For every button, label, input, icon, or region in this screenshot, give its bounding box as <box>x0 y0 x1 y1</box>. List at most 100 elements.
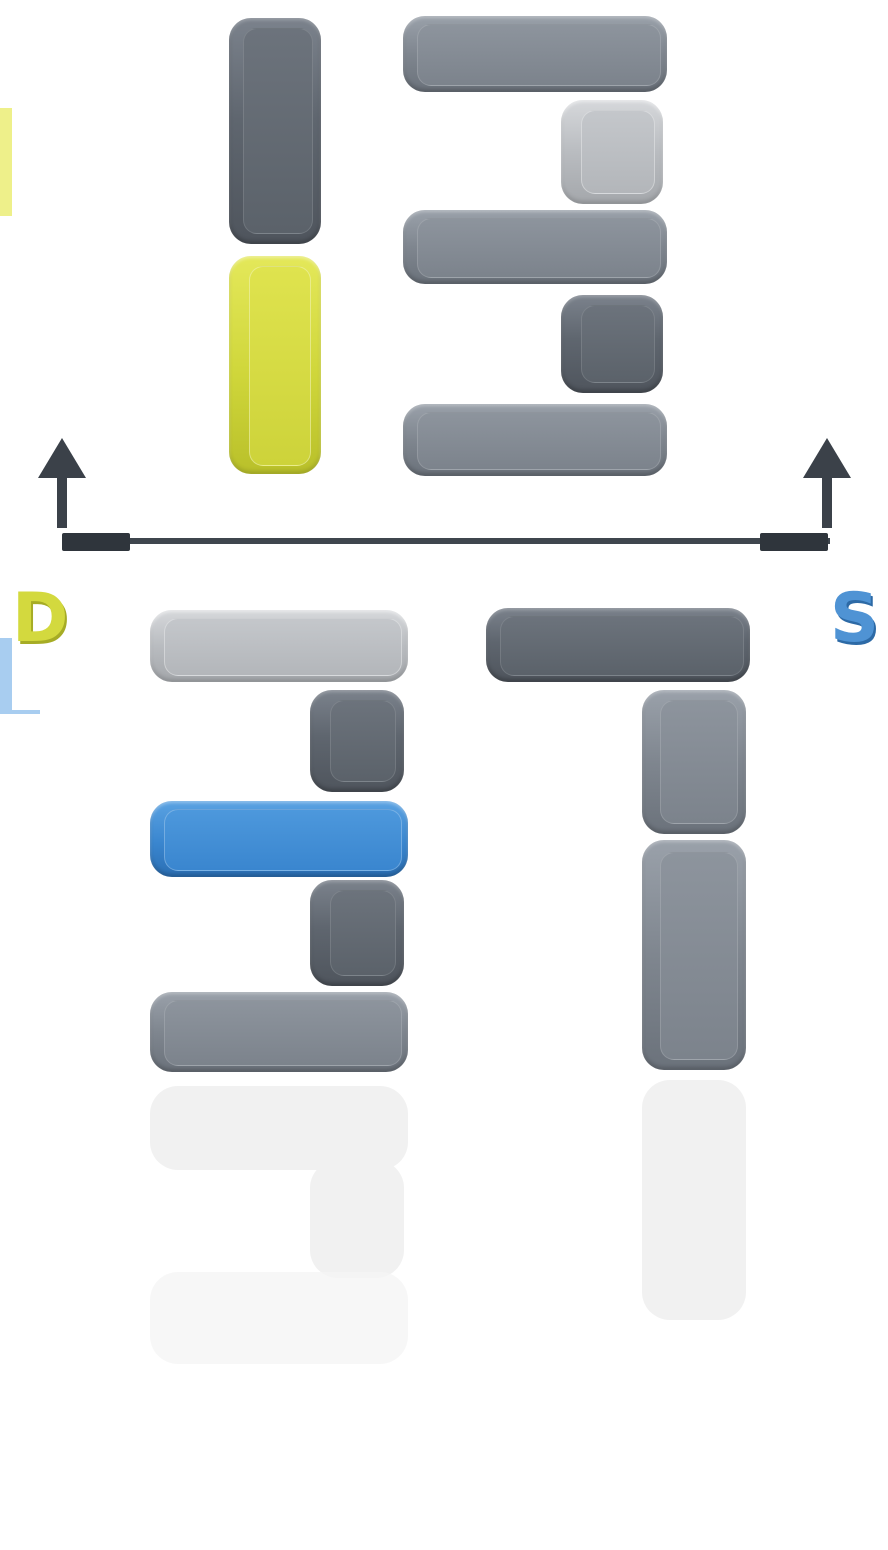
led-pixel <box>0 582 12 594</box>
led-pixel <box>0 714 12 726</box>
led-pixel <box>0 994 12 1006</box>
led-pixel <box>0 738 12 750</box>
led-pixel <box>0 798 12 810</box>
led-pixel <box>0 510 12 522</box>
led-pixel <box>0 606 12 618</box>
led-pixel <box>0 674 12 686</box>
led-pixel <box>0 72 12 84</box>
led-pixel <box>0 132 12 144</box>
led-pixel <box>0 48 12 60</box>
led-pixel <box>0 638 12 650</box>
led-pixel <box>0 1090 12 1102</box>
led-pixel <box>0 858 12 870</box>
segment-br-vertical-1 <box>642 690 746 834</box>
reflection-bl-1 <box>150 1086 408 1170</box>
led-pixel <box>0 474 12 486</box>
led-pixel <box>0 650 12 662</box>
led-pixel <box>0 204 12 216</box>
up-arrow-icon <box>38 438 86 530</box>
led-pixel <box>0 168 12 180</box>
segment-br-vertical-2 <box>642 840 746 1070</box>
led-pixel <box>0 946 12 958</box>
led-pixel <box>0 0 12 12</box>
led-pixel <box>0 192 12 204</box>
led-pixel <box>0 372 12 384</box>
segment-br-top-bar <box>486 608 750 682</box>
led-pixel <box>0 1102 12 1114</box>
led-pixel <box>0 934 12 946</box>
segment-bl-small-2 <box>310 880 404 986</box>
led-pixel <box>0 156 12 168</box>
led-pixel <box>0 570 12 582</box>
led-pixel <box>0 834 12 846</box>
segment-top-bar <box>403 16 667 92</box>
led-pixel <box>0 726 12 738</box>
led-pixel <box>0 324 12 336</box>
led-pixel <box>0 1006 12 1018</box>
led-pixel <box>0 486 12 498</box>
rail-end-right <box>760 533 828 551</box>
led-pixel <box>0 710 40 714</box>
led-pixel <box>0 414 12 426</box>
reflection-bl-2 <box>310 1160 404 1278</box>
led-pixel <box>0 144 12 156</box>
led-pixel <box>0 426 12 438</box>
segment-bottom-bar <box>403 404 667 476</box>
led-pixel <box>0 462 12 474</box>
led-pixel <box>0 36 12 48</box>
led-pixel <box>0 438 12 450</box>
led-pixel <box>0 886 12 898</box>
led-pixel <box>0 120 12 132</box>
rail-end-left <box>62 533 130 551</box>
led-pixel <box>0 662 12 674</box>
led-pixel <box>0 618 4 638</box>
led-pixel <box>0 180 12 192</box>
reflection-br-1 <box>642 1080 746 1320</box>
led-pixel <box>0 96 12 108</box>
led-pixel <box>0 216 12 228</box>
led-pixel <box>0 698 12 710</box>
led-pixel <box>0 958 12 970</box>
label-left-d: D <box>12 579 69 658</box>
led-pixel <box>0 1042 12 1054</box>
led-pixel <box>0 360 12 372</box>
up-arrow-icon <box>803 438 851 530</box>
led-pixel <box>0 522 12 534</box>
segment-bl-small-1 <box>310 690 404 792</box>
led-pixel <box>0 922 12 934</box>
led-pixel <box>0 24 12 36</box>
label-right-s: S <box>830 579 879 658</box>
segment-small-light <box>561 100 663 204</box>
led-pixel <box>0 60 12 72</box>
led-pixel <box>0 786 12 798</box>
led-pixel <box>0 546 12 558</box>
led-pixel <box>0 498 12 510</box>
led-pixel <box>0 774 12 786</box>
segment-top-left-vertical <box>229 18 321 244</box>
led-pixel <box>0 910 12 922</box>
led-pixel <box>0 558 12 570</box>
led-pixel <box>0 846 12 858</box>
led-pixel <box>0 450 12 462</box>
led-pixel <box>0 396 12 408</box>
led-pixel <box>0 264 12 276</box>
segment-yellow-vertical <box>229 256 321 474</box>
led-pixel <box>0 84 12 96</box>
segment-middle-bar <box>403 210 667 284</box>
led-pixel <box>0 240 12 252</box>
segment-bl-bottom-bar <box>150 992 408 1072</box>
segment-small-dark <box>561 295 663 393</box>
led-pixel <box>0 1030 12 1042</box>
led-pixel <box>0 870 12 882</box>
led-pixel <box>0 534 12 546</box>
led-pixel <box>0 252 12 264</box>
led-pixel <box>0 108 12 120</box>
led-pixel <box>0 982 12 994</box>
led-pixel <box>0 762 12 774</box>
led-pixel <box>0 336 12 348</box>
led-pixel <box>0 898 12 910</box>
led-pixel <box>0 300 12 312</box>
track-rail <box>62 538 830 544</box>
led-pixel <box>0 810 12 822</box>
